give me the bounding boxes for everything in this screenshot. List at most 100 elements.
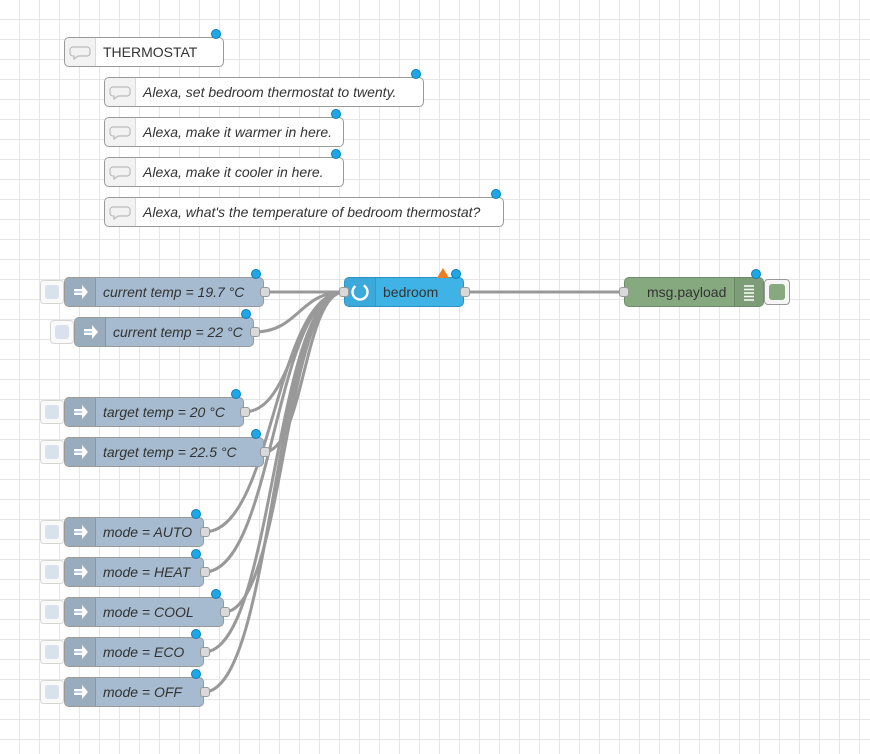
inject-node-icon-box xyxy=(65,678,96,706)
changed-indicator-dot xyxy=(331,109,341,119)
inject-trigger-button[interactable] xyxy=(40,280,64,304)
inject-node-target-temp-20[interactable]: target temp = 20 °C xyxy=(64,389,250,427)
inject-node-current-temp-22[interactable]: current temp = 22 °C xyxy=(74,309,260,347)
debug-node-icon-box xyxy=(734,278,763,306)
inject-arrow-icon xyxy=(74,405,88,419)
output-port[interactable] xyxy=(200,567,210,577)
comment-node-icon-box xyxy=(105,198,136,226)
inject-arrow-icon xyxy=(74,645,88,659)
inject-node-label: mode = AUTO xyxy=(103,524,193,540)
inject-node-mode-cool[interactable]: mode = COOL xyxy=(64,589,230,627)
changed-indicator-dot xyxy=(211,589,221,599)
inject-node-icon-box xyxy=(75,318,106,346)
inject-arrow-icon xyxy=(74,285,88,299)
inject-trigger-button[interactable] xyxy=(40,600,64,624)
debug-node-label: msg.payload xyxy=(647,284,727,300)
input-port[interactable] xyxy=(619,287,629,297)
speech-bubble-icon xyxy=(69,46,91,61)
inject-node-mode-heat[interactable]: mode = HEAT xyxy=(64,549,210,587)
inject-node-icon-box xyxy=(65,518,96,546)
comment-node-icon-box xyxy=(105,78,136,106)
comment-node-thermostat[interactable]: THERMOSTAT xyxy=(64,29,224,67)
thermostat-node-label: bedroom xyxy=(383,284,439,300)
inject-node-mode-eco[interactable]: mode = ECO xyxy=(64,629,210,667)
inject-node-label: mode = ECO xyxy=(103,644,185,660)
inject-node-label: mode = COOL xyxy=(103,604,194,620)
comment-node-icon-box xyxy=(65,38,96,66)
changed-indicator-dot xyxy=(241,309,251,319)
output-port[interactable] xyxy=(260,447,270,457)
output-port[interactable] xyxy=(200,647,210,657)
comment-node-set-temp[interactable]: Alexa, set bedroom thermostat to twenty. xyxy=(104,69,424,107)
inject-node-current-temp-19-7[interactable]: current temp = 19.7 °C xyxy=(64,269,270,307)
input-port[interactable] xyxy=(339,287,349,297)
inject-arrow-icon xyxy=(74,445,88,459)
speech-bubble-icon xyxy=(109,86,131,101)
output-port[interactable] xyxy=(260,287,270,297)
inject-node-label: current temp = 19.7 °C xyxy=(103,284,245,300)
inject-arrow-icon xyxy=(74,565,88,579)
inject-node-icon-box xyxy=(65,558,96,586)
changed-indicator-dot xyxy=(491,189,501,199)
changed-indicator-dot xyxy=(191,549,201,559)
output-port[interactable] xyxy=(250,327,260,337)
inject-node-icon-box xyxy=(65,598,96,626)
inject-arrow-icon xyxy=(84,325,98,339)
wire-inject-3-to-thermostat[interactable] xyxy=(263,290,345,454)
output-port[interactable] xyxy=(460,287,470,297)
comment-node-cooler[interactable]: Alexa, make it cooler in here. xyxy=(104,149,344,187)
speech-bubble-icon xyxy=(109,166,131,181)
changed-indicator-dot xyxy=(211,29,221,39)
warning-triangle-icon xyxy=(437,268,449,278)
inject-trigger-button[interactable] xyxy=(40,520,64,544)
wire-inject-8-to-thermostat[interactable] xyxy=(203,290,345,694)
inject-node-label: mode = OFF xyxy=(103,684,182,700)
inject-node-mode-off[interactable]: mode = OFF xyxy=(64,669,210,707)
inject-node-mode-auto[interactable]: mode = AUTO xyxy=(64,509,210,547)
comment-node-icon-box xyxy=(105,158,136,186)
inject-trigger-button[interactable] xyxy=(40,560,64,584)
inject-trigger-button[interactable] xyxy=(40,440,64,464)
inject-node-icon-box xyxy=(65,438,96,466)
speech-bubble-icon xyxy=(109,126,131,141)
changed-indicator-dot xyxy=(191,509,201,519)
comment-node-label: Alexa, set bedroom thermostat to twenty. xyxy=(143,84,397,100)
inject-node-label: target temp = 20 °C xyxy=(103,404,225,420)
output-port[interactable] xyxy=(200,687,210,697)
speech-bubble-icon xyxy=(109,206,131,221)
inject-trigger-button[interactable] xyxy=(50,320,74,344)
debug-node-msg-payload[interactable]: msg.payload xyxy=(619,269,764,307)
changed-indicator-dot xyxy=(251,429,261,439)
inject-trigger-button[interactable] xyxy=(40,640,64,664)
output-port[interactable] xyxy=(240,407,250,417)
inject-node-target-temp-22-5[interactable]: target temp = 22.5 °C xyxy=(64,429,270,467)
changed-indicator-dot xyxy=(751,269,761,279)
inject-arrow-icon xyxy=(74,685,88,699)
output-port[interactable] xyxy=(200,527,210,537)
changed-indicator-dot xyxy=(231,389,241,399)
comment-node-warmer[interactable]: Alexa, make it warmer in here. xyxy=(104,109,344,147)
inject-node-icon-box xyxy=(65,398,96,426)
thermostat-node-icon-box xyxy=(345,278,376,306)
inject-node-icon-box xyxy=(65,638,96,666)
comment-node-label: Alexa, make it cooler in here. xyxy=(143,164,324,180)
inject-node-icon-box xyxy=(65,278,96,306)
changed-indicator-dot xyxy=(251,269,261,279)
thermostat-icon xyxy=(351,283,369,301)
inject-node-label: target temp = 22.5 °C xyxy=(103,444,237,460)
inject-trigger-button[interactable] xyxy=(40,680,64,704)
inject-arrow-icon xyxy=(74,525,88,539)
output-port[interactable] xyxy=(220,607,230,617)
changed-indicator-dot xyxy=(191,629,201,639)
comment-node-temperature-query[interactable]: Alexa, what's the temperature of bedroom… xyxy=(104,189,504,227)
wire-inject-2-to-thermostat[interactable] xyxy=(243,290,345,414)
debug-list-icon xyxy=(744,285,754,301)
debug-toggle-button[interactable] xyxy=(764,279,790,305)
wire-inject-1-to-thermostat[interactable] xyxy=(253,290,345,334)
comment-node-icon-box xyxy=(105,118,136,146)
inject-node-label: mode = HEAT xyxy=(103,564,191,580)
changed-indicator-dot xyxy=(191,669,201,679)
inject-trigger-button[interactable] xyxy=(40,400,64,424)
thermostat-node-bedroom[interactable]: bedroom xyxy=(339,268,470,307)
